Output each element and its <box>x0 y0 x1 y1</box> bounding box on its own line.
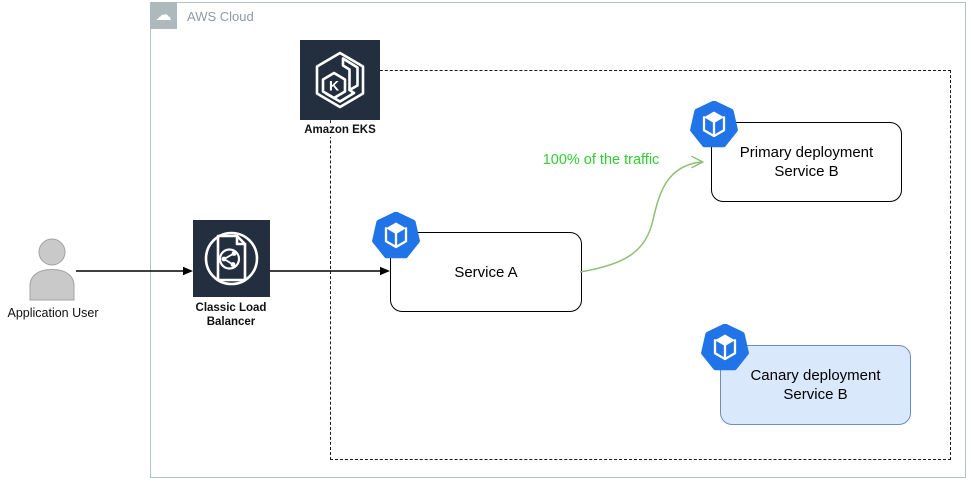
amazon-eks-logo: K <box>315 51 365 109</box>
canary-deployment-box: Canary deployment Service B <box>720 345 911 425</box>
service-a-box: Service A <box>390 232 582 312</box>
primary-deployment-box: Primary deployment Service B <box>711 122 902 202</box>
application-user-label: Application User <box>7 306 99 320</box>
classic-load-balancer-glyph <box>204 231 259 286</box>
aws-cloud-boundary <box>150 2 966 478</box>
aws-cloud-label: AWS Cloud <box>187 9 254 24</box>
amazon-eks-label: Amazon EKS <box>270 123 410 137</box>
clb-label-line2: Balancer <box>206 316 256 328</box>
classic-load-balancer-label: Classic Load Balancer <box>166 301 296 329</box>
primary-label-line1: Primary deployment <box>739 144 874 161</box>
service-a-label: Service A <box>454 263 518 281</box>
pod-icon <box>701 323 749 372</box>
amazon-eks-icon: K <box>300 40 380 120</box>
clb-label-line1: Classic Load <box>195 302 267 314</box>
canary-label-line1: Canary deployment <box>750 367 881 384</box>
eks-logo-letter: K <box>329 78 339 94</box>
classic-load-balancer-icon <box>193 220 270 297</box>
pod-icon <box>372 211 420 260</box>
canary-label-line2: Service B <box>783 386 848 403</box>
eks-cluster-boundary <box>330 70 951 460</box>
traffic-percentage-label: 100% of the traffic <box>542 152 660 168</box>
cloud-icon: ☁ <box>150 2 177 29</box>
person-icon <box>28 238 76 302</box>
primary-label-line2: Service B <box>774 163 839 180</box>
pod-icon <box>690 100 738 149</box>
